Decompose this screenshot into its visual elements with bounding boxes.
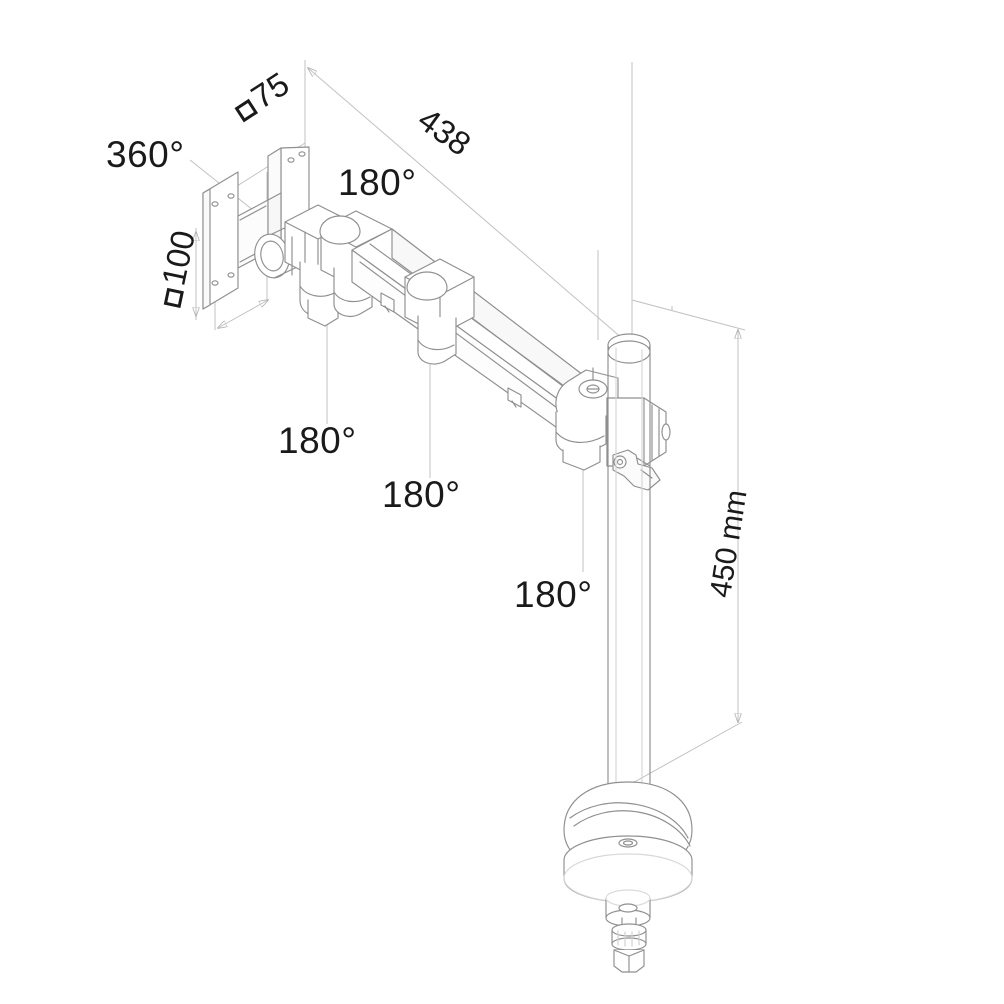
clamp-bolt-assembly	[605, 889, 651, 973]
pole-collar-clamp	[606, 397, 671, 491]
vesa-plate-front	[202, 171, 239, 310]
square-symbol-icon	[163, 287, 184, 309]
annotation-rotation-360: 360°	[106, 134, 185, 175]
annotation-tilt-3-180: 180°	[382, 474, 461, 515]
desk-clamp-base	[563, 781, 693, 903]
arm-pole-elbow	[555, 367, 619, 471]
vertical-pole	[607, 333, 651, 797]
annotation-tilt-1-180: 180°	[338, 162, 417, 203]
monitor-arm-geometry	[202, 146, 693, 973]
joint-mid-cap	[404, 258, 475, 365]
annotation-tilt-4-180: 180°	[514, 574, 593, 615]
annotation-tilt-2-180: 180°	[278, 420, 357, 461]
